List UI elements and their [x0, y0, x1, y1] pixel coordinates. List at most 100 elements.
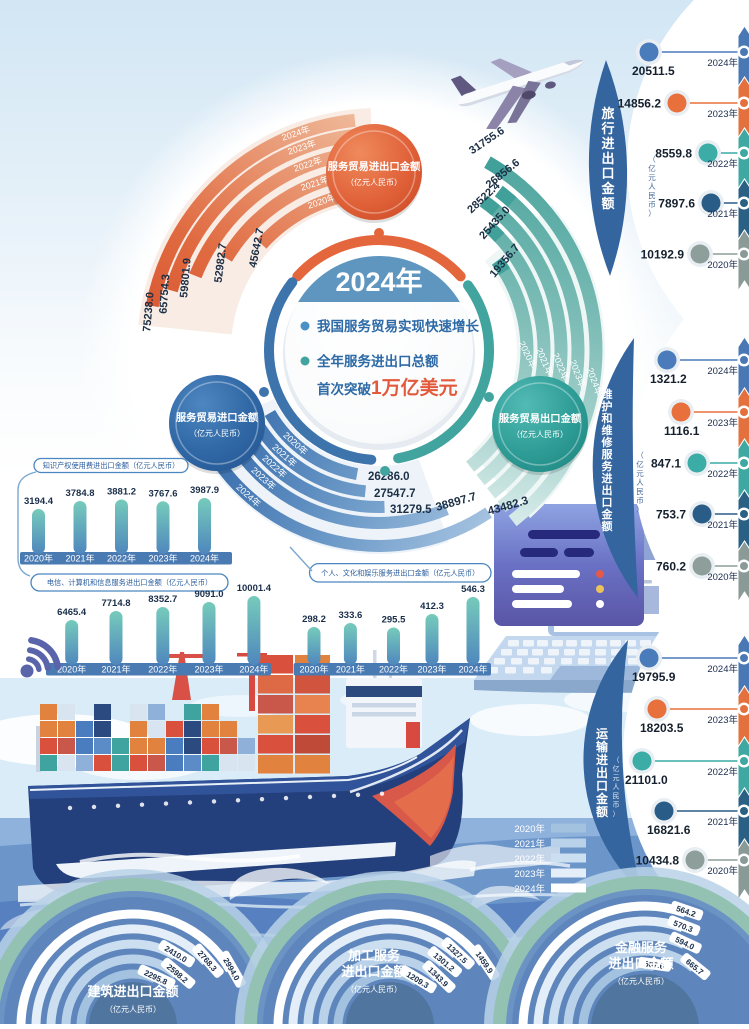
- svg-text:10001.4: 10001.4: [237, 583, 272, 594]
- svg-text:额: 额: [596, 804, 608, 819]
- svg-text:金: 金: [600, 181, 615, 196]
- svg-text:2024年: 2024年: [190, 553, 219, 564]
- svg-text:18203.5: 18203.5: [640, 721, 684, 735]
- svg-text:2023年: 2023年: [707, 417, 738, 429]
- svg-text:2022年: 2022年: [707, 766, 738, 778]
- svg-text:6465.4: 6465.4: [57, 607, 87, 618]
- svg-text:金融服务: 金融服务: [614, 940, 668, 955]
- svg-text:口: 口: [602, 496, 613, 509]
- svg-text:）: ）: [613, 810, 620, 818]
- svg-text:8559.8: 8559.8: [655, 147, 692, 161]
- svg-text:2022年: 2022年: [379, 664, 408, 675]
- svg-text:2023年: 2023年: [194, 664, 223, 675]
- svg-text:）: ）: [636, 505, 644, 514]
- svg-text:务: 务: [602, 459, 614, 473]
- svg-text:额: 额: [601, 196, 614, 211]
- svg-text:（亿元人民币）: （亿元人民币）: [613, 976, 669, 986]
- svg-text:我国服务贸易实现快速增长: 我国服务贸易实现快速增长: [317, 318, 479, 334]
- svg-text:出: 出: [601, 151, 614, 166]
- svg-text:知识产权使用费进出口金额（亿元人民币）: 知识产权使用费进出口金额（亿元人民币）: [43, 461, 180, 470]
- svg-text:金: 金: [601, 507, 614, 521]
- svg-text:维: 维: [602, 387, 613, 401]
- svg-text:7897.6: 7897.6: [658, 197, 695, 211]
- svg-text:753.7: 753.7: [656, 508, 686, 522]
- svg-text:（: （: [613, 756, 620, 764]
- svg-text:和: 和: [602, 411, 613, 425]
- svg-text:2022年: 2022年: [107, 553, 136, 564]
- svg-text:加工服务: 加工服务: [347, 948, 401, 963]
- svg-text:3767.6: 3767.6: [148, 488, 177, 499]
- svg-text:2024年: 2024年: [458, 664, 487, 675]
- svg-text:3784.8: 3784.8: [65, 488, 94, 499]
- svg-text:币: 币: [636, 496, 644, 505]
- svg-text:元: 元: [613, 774, 620, 782]
- svg-text:行: 行: [600, 121, 614, 136]
- svg-text:31279.5: 31279.5: [390, 504, 432, 516]
- svg-text:2023年: 2023年: [707, 714, 738, 726]
- svg-text:14856.2: 14856.2: [618, 97, 662, 111]
- svg-text:全年服务进出口总额: 全年服务进出口总额: [316, 353, 439, 369]
- svg-text:2024年: 2024年: [707, 57, 738, 69]
- svg-text:2023年: 2023年: [514, 868, 545, 880]
- svg-text:2024年: 2024年: [514, 883, 545, 895]
- svg-text:2020年: 2020年: [707, 865, 738, 877]
- svg-text:2021年: 2021年: [514, 838, 545, 850]
- svg-text:2023年: 2023年: [707, 108, 738, 120]
- svg-text:2020年: 2020年: [707, 259, 738, 271]
- svg-text:847.1: 847.1: [651, 457, 681, 471]
- svg-text:2021年: 2021年: [707, 519, 738, 531]
- svg-text:）: ）: [648, 209, 656, 218]
- svg-text:27547.7: 27547.7: [374, 488, 416, 500]
- svg-text:币: 币: [648, 200, 656, 209]
- svg-text:2020年: 2020年: [57, 664, 86, 675]
- svg-text:2020年: 2020年: [707, 571, 738, 583]
- svg-text:进: 进: [602, 471, 613, 485]
- svg-text:2022年: 2022年: [148, 664, 177, 675]
- svg-text:8352.7: 8352.7: [148, 594, 177, 605]
- svg-text:输: 输: [596, 739, 609, 754]
- svg-text:10192.9: 10192.9: [641, 248, 685, 262]
- svg-text:元: 元: [636, 469, 644, 478]
- svg-text:进出口金额: 进出口金额: [608, 956, 673, 971]
- svg-text:进出口金额: 进出口金额: [341, 964, 406, 979]
- svg-text:20511.5: 20511.5: [632, 64, 675, 78]
- svg-text:2021年: 2021年: [707, 816, 738, 828]
- svg-text:口: 口: [601, 166, 614, 181]
- svg-text:10434.8: 10434.8: [636, 854, 680, 868]
- svg-text:修: 修: [601, 435, 614, 449]
- svg-text:3194.4: 3194.4: [24, 496, 54, 507]
- svg-text:人: 人: [648, 182, 656, 191]
- svg-text:2020年: 2020年: [24, 553, 53, 564]
- svg-text:运: 运: [596, 727, 608, 741]
- svg-text:额: 额: [602, 519, 613, 533]
- svg-text:1321.2: 1321.2: [650, 372, 687, 386]
- svg-text:亿: 亿: [648, 163, 656, 173]
- svg-text:亿: 亿: [636, 459, 644, 469]
- svg-text:亿: 亿: [613, 764, 620, 773]
- svg-text:7714.8: 7714.8: [101, 598, 130, 609]
- svg-text:295.5: 295.5: [382, 615, 406, 626]
- svg-text:2021年: 2021年: [707, 208, 738, 220]
- svg-text:建筑进出口金额: 建筑进出口金额: [87, 984, 178, 999]
- svg-text:298.2: 298.2: [302, 614, 326, 625]
- svg-text:（亿元人民币）: （亿元人民币）: [346, 177, 402, 187]
- svg-text:旅: 旅: [601, 106, 614, 121]
- svg-text:2024年: 2024年: [239, 664, 268, 675]
- svg-text:民: 民: [613, 792, 620, 800]
- svg-text:出: 出: [602, 483, 613, 497]
- svg-text:2021年: 2021年: [65, 553, 94, 564]
- svg-text:9091.0: 9091.0: [194, 589, 223, 600]
- svg-text:21101.0: 21101.0: [625, 773, 668, 787]
- svg-text:16821.6: 16821.6: [647, 823, 691, 837]
- svg-text:（亿元人民币）: （亿元人民币）: [346, 984, 402, 994]
- svg-text:维: 维: [602, 423, 613, 437]
- svg-text:人: 人: [613, 783, 620, 791]
- svg-text:进: 进: [601, 136, 614, 151]
- svg-text:民: 民: [648, 191, 656, 200]
- svg-text:金: 金: [595, 791, 609, 806]
- svg-text:民: 民: [636, 487, 644, 496]
- svg-text:进: 进: [596, 752, 608, 767]
- svg-text:（: （: [636, 451, 644, 460]
- svg-text:2020年: 2020年: [299, 664, 328, 675]
- svg-text:（亿元人民币）: （亿元人民币）: [189, 428, 245, 438]
